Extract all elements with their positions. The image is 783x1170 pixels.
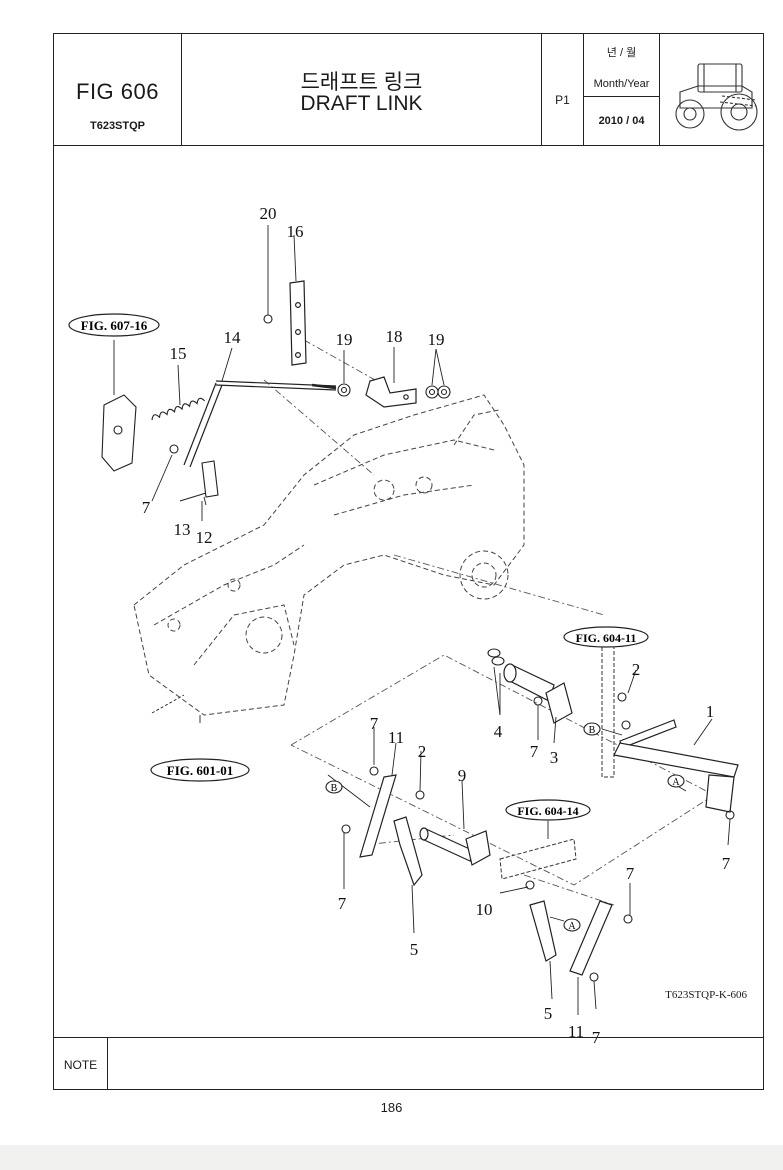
date-label-english: Month/Year — [593, 78, 650, 90]
note-label: NOTE — [63, 1058, 98, 1072]
callout-7-f: 7 — [722, 854, 731, 873]
callout-7-b: 7 — [530, 742, 539, 761]
parts-5-11-right — [529, 900, 613, 976]
part-3-shaft — [503, 663, 573, 724]
marker-a-right: A — [672, 777, 680, 788]
part-9-shaft — [419, 827, 491, 866]
thumbnail-cell — [660, 34, 763, 145]
callout-19-right: 19 — [428, 330, 445, 349]
date-value: 2010 / 04 — [598, 115, 645, 127]
title-korean: 드래프트 링크 — [300, 71, 423, 94]
callout-11-right: 11 — [568, 1022, 584, 1041]
callout-3: 3 — [550, 748, 559, 767]
callout-12: 12 — [196, 528, 213, 547]
tractor-icon — [675, 63, 758, 131]
fig-607-16-oval — [68, 313, 160, 337]
callouts: 20 16 14 19 18 19 15 7 13 12 2 1 4 7 3 7… — [142, 204, 731, 1047]
model-code: T623STQP — [89, 120, 146, 132]
leader-lines — [113, 225, 731, 1015]
fig-ref-604-14: FIG. 604-14 — [517, 804, 578, 818]
strap-604-11 — [601, 644, 615, 778]
page-number: 186 — [380, 1100, 403, 1115]
callout-19-left: 19 — [336, 330, 353, 349]
fig-ref-604-11: FIG. 604-11 — [576, 631, 637, 645]
callout-5-right: 5 — [544, 1004, 553, 1023]
part-607-plate — [101, 394, 137, 472]
header-block: FIG 606 T623STQP 드래프트 링크 DRAFT LINK P1 년… — [54, 34, 763, 146]
marker-circles — [325, 722, 685, 932]
part-14-rod — [183, 380, 337, 468]
callout-10: 10 — [476, 900, 493, 919]
callout-1: 1 — [706, 702, 715, 721]
fig-ref-607-16: FIG. 607-16 — [81, 318, 148, 333]
callout-5-left: 5 — [410, 940, 419, 959]
marker-a-bottom: A — [568, 921, 576, 932]
fig-number: FIG 606 — [76, 79, 159, 104]
part-18-bracket — [365, 376, 417, 408]
date-cell: 년 / 월 Month/Year 2010 / 04 — [584, 34, 660, 145]
fig-cell: FIG 606 T623STQP — [54, 34, 182, 145]
title-english: DRAFT LINK — [300, 92, 423, 115]
guide-lines — [263, 339, 715, 906]
callout-11-left: 11 — [388, 728, 404, 747]
date-label-korean: 년 / 월 — [606, 47, 637, 59]
part-1-shaft — [613, 719, 739, 813]
page-code: P1 — [555, 93, 570, 107]
drawing-reference-code: T623STQP-K-606 — [665, 989, 747, 1001]
note-row: NOTE — [54, 1037, 763, 1090]
callout-20: 20 — [260, 204, 277, 223]
date-divider — [584, 96, 659, 97]
parts-5-11-left — [359, 774, 423, 887]
circlips — [169, 314, 735, 982]
callout-7-e: 7 — [626, 864, 635, 883]
page-code-cell: P1 — [542, 34, 584, 145]
marker-b-right: B — [589, 725, 596, 736]
draft-link-drawing: FIG. 607-16 FIG. 601-01 FIG. 604-11 FIG.… — [68, 204, 739, 1047]
callout-7-a: 7 — [142, 498, 151, 517]
part-19-nuts — [337, 383, 451, 399]
note-label-cell: NOTE — [54, 1038, 108, 1090]
scan-edge — [0, 1145, 783, 1170]
part-15-spring — [151, 397, 206, 421]
callout-14: 14 — [224, 328, 242, 347]
callout-2-right: 2 — [632, 660, 641, 679]
title-cell: 드래프트 링크 DRAFT LINK — [182, 34, 542, 145]
plate-604-14 — [499, 838, 577, 880]
callout-9: 9 — [458, 766, 467, 785]
marker-b-left: B — [331, 783, 338, 794]
part-12-13 — [179, 460, 219, 502]
callout-15: 15 — [170, 344, 187, 363]
fig-604-11-oval — [563, 626, 649, 648]
part-16-plate — [289, 280, 307, 366]
callout-16: 16 — [287, 222, 304, 241]
fig-ref-ovals — [68, 313, 649, 821]
callout-7-d: 7 — [338, 894, 347, 913]
fig-601-01-oval — [150, 758, 250, 782]
parts-sheet: FIG 606 T623STQP 드래프트 링크 DRAFT LINK P1 년… — [53, 33, 764, 1090]
callout-2-left: 2 — [418, 742, 427, 761]
callout-4: 4 — [494, 722, 503, 741]
callout-18: 18 — [386, 327, 403, 346]
transmission-housing — [133, 394, 525, 716]
fig-604-14-oval — [505, 799, 591, 821]
callout-13: 13 — [174, 520, 191, 539]
callout-7-c: 7 — [370, 714, 379, 733]
fig-ref-601-01: FIG. 601-01 — [167, 763, 233, 778]
exploded-diagram: FIG. 607-16 FIG. 601-01 FIG. 604-11 FIG.… — [54, 145, 763, 1047]
